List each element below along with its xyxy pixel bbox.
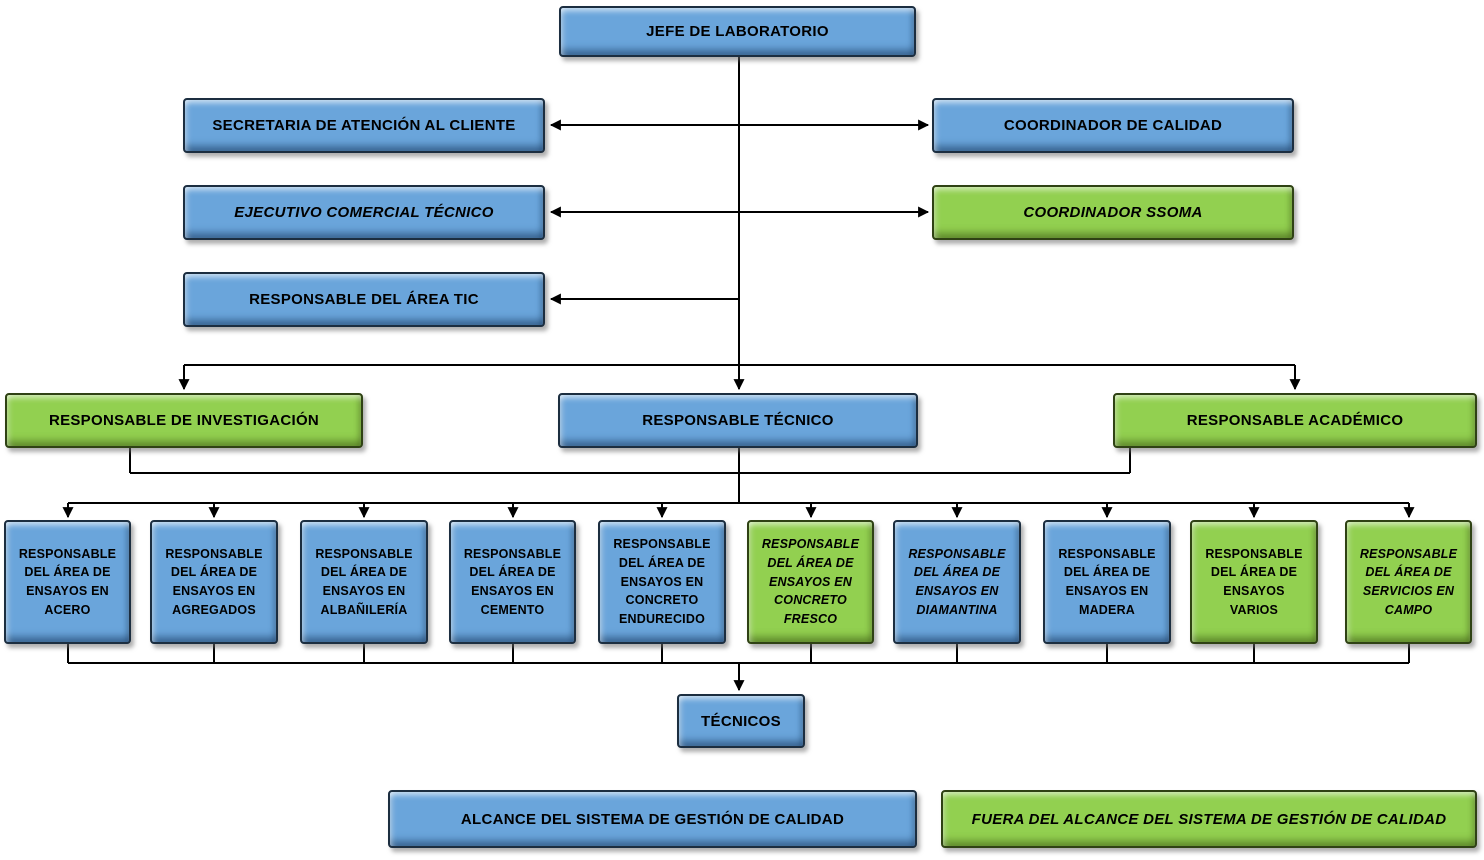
org-node-area-cemento: RESPONSABLE DEL ÁREA DE ENSAYOS EN CEMEN… <box>449 520 576 644</box>
connector-areas-bottom <box>67 644 1410 692</box>
org-node-ejecutivo-comercial-tecnico: EJECUTIVO COMERCIAL TÉCNICO <box>183 185 545 240</box>
org-node-coordinador-ssoma: COORDINADOR SSOMA <box>932 185 1294 240</box>
connector-staff-arrows <box>549 119 930 305</box>
org-node-area-agregados: RESPONSABLE DEL ÁREA DE ENSAYOS EN AGREG… <box>150 520 278 644</box>
legend-fuera-alcance-sgc: FUERA DEL ALCANCE DEL SISTEMA DE GESTIÓN… <box>941 790 1477 848</box>
org-node-secretaria-atencion-cliente: SECRETARIA DE ATENCIÓN AL CLIENTE <box>183 98 545 153</box>
org-node-area-concreto-endurecido: RESPONSABLE DEL ÁREA DE ENSAYOS EN CONCR… <box>598 520 726 644</box>
org-node-area-ensayos-varios: RESPONSABLE DEL ÁREA DE ENSAYOS VARIOS <box>1190 520 1318 644</box>
org-node-area-servicios-campo: RESPONSABLE DEL ÁREA DE SERVICIOS EN CAM… <box>1345 520 1472 644</box>
org-node-area-acero: RESPONSABLE DEL ÁREA DE ENSAYOS EN ACERO <box>4 520 131 644</box>
legend-alcance-sgc: ALCANCE DEL SISTEMA DE GESTIÓN DE CALIDA… <box>388 790 917 848</box>
connector-managers-junction <box>129 448 1131 503</box>
org-node-coordinador-calidad: COORDINADOR DE CALIDAD <box>932 98 1294 153</box>
connector-managers <box>178 364 1301 391</box>
org-node-responsable-investigacion: RESPONSABLE DE INVESTIGACIÓN <box>5 393 363 448</box>
org-node-tecnicos: TÉCNICOS <box>677 694 805 748</box>
org-node-responsable-area-tic: RESPONSABLE DEL ÁREA TIC <box>183 272 545 327</box>
org-node-responsable-tecnico: RESPONSABLE TÉCNICO <box>558 393 918 448</box>
org-node-area-concreto-fresco: RESPONSABLE DEL ÁREA DE ENSAYOS EN CONCR… <box>747 520 874 644</box>
connector-areas-top <box>62 502 1415 519</box>
org-node-area-albanileria: RESPONSABLE DEL ÁREA DE ENSAYOS EN ALBAÑ… <box>300 520 428 644</box>
org-node-area-madera: RESPONSABLE DEL ÁREA DE ENSAYOS EN MADER… <box>1043 520 1171 644</box>
org-node-area-diamantina: RESPONSABLE DEL ÁREA DE ENSAYOS EN DIAMA… <box>893 520 1021 644</box>
org-node-jefe-de-laboratorio: JEFE DE LABORATORIO <box>559 6 916 57</box>
org-node-responsable-academico: RESPONSABLE ACADÉMICO <box>1113 393 1477 448</box>
